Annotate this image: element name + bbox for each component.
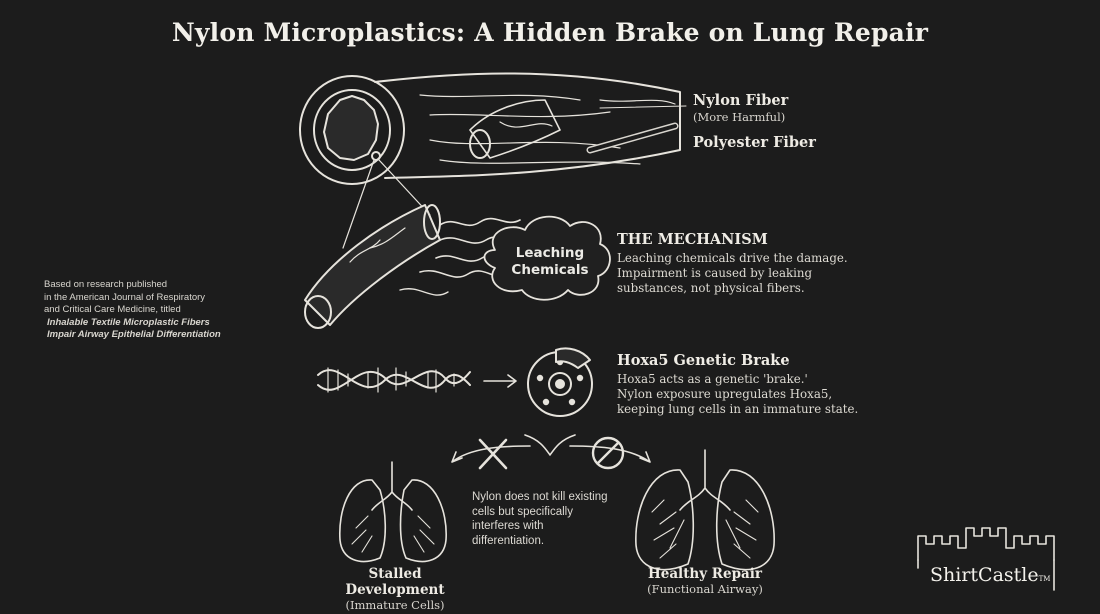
brake-disc-illustration (527, 347, 593, 417)
paper-title-line-2: Impair Airway Epithelial Differentiation (47, 329, 221, 340)
mechanism-line-2: Impairment is caused by leaking (617, 266, 813, 280)
differentiation-note: Nylon does not kill existing cells but s… (472, 490, 632, 548)
leaching-chemicals-cloud: Leaching Chemicals (500, 245, 600, 279)
paper-title-line-1: Inhalable Textile Microplastic Fibers (47, 316, 210, 328)
mechanism-line-3: substances, not physical fibers. (617, 281, 805, 295)
hoxa5-line-3: keeping lung cells in an immature state. (617, 402, 859, 416)
nylon-fiber-label: Nylon Fiber (693, 92, 789, 109)
source-note: Based on research published in the Ameri… (44, 279, 284, 342)
mechanism-line-1: Leaching chemicals drive the damage. (617, 251, 848, 265)
hoxa5-line-2: Nylon exposure upregulates Hoxa5, (617, 387, 833, 401)
source-line-3: and Critical Care Medicine, titled (44, 304, 181, 315)
brand-trademark: TM (1038, 575, 1051, 583)
note-line-1: Nylon does not kill existing (472, 491, 608, 503)
stalled-lungs-illustration (339, 461, 447, 563)
hoxa5-heading: Hoxa5 Genetic Brake (617, 352, 790, 369)
cloud-line-2: Chemicals (511, 262, 589, 278)
brand-name: ShirtCastle (930, 564, 1039, 586)
healthy-lungs-illustration (635, 449, 775, 571)
leaching-cloud-shape (483, 215, 611, 301)
stalled-caption: Stalled Development (Immature Cells) (320, 566, 470, 612)
castle-logo (917, 527, 1055, 591)
healthy-label: Healthy Repair (647, 566, 763, 582)
note-line-3: interferes with (472, 520, 544, 532)
mechanism-heading: THE MECHANISM (617, 231, 768, 248)
hoxa5-block: Hoxa5 Genetic Brake Hoxa5 acts as a gene… (617, 352, 858, 417)
dna-helix-illustration (317, 367, 471, 393)
cloud-line-1: Leaching (515, 245, 585, 261)
healthy-caption: Healthy Repair (Functional Airway) (630, 566, 780, 596)
note-line-4: differentiation. (472, 534, 545, 547)
zoom-point (371, 151, 381, 161)
note-line-2: cells but specifically (472, 505, 573, 518)
source-line-1: Based on research published (44, 279, 168, 290)
stalled-sublabel: (Immature Cells) (345, 598, 445, 612)
airway-tube-illustration (299, 72, 687, 185)
source-line-2: in the American Journal of Respiratory (44, 291, 206, 303)
hoxa5-line-1: Hoxa5 acts as a genetic 'brake.' (617, 372, 808, 386)
nylon-fiber-sublabel: (More Harmful) (693, 110, 786, 124)
blocked-x-icon (478, 438, 508, 470)
healthy-sublabel: (Functional Airway) (647, 582, 763, 596)
stalled-label: Stalled Development (345, 566, 445, 598)
branch-brace (524, 434, 576, 456)
mechanism-block: THE MECHANISM Leaching chemicals drive t… (617, 231, 848, 296)
prohibited-icon (591, 436, 625, 470)
polyester-fiber-label: Polyester Fiber (693, 134, 816, 151)
brand-logo-text: ShirtCastleTM (930, 564, 1050, 586)
page-title: Nylon Microplastics: A Hidden Brake on L… (171, 18, 929, 47)
